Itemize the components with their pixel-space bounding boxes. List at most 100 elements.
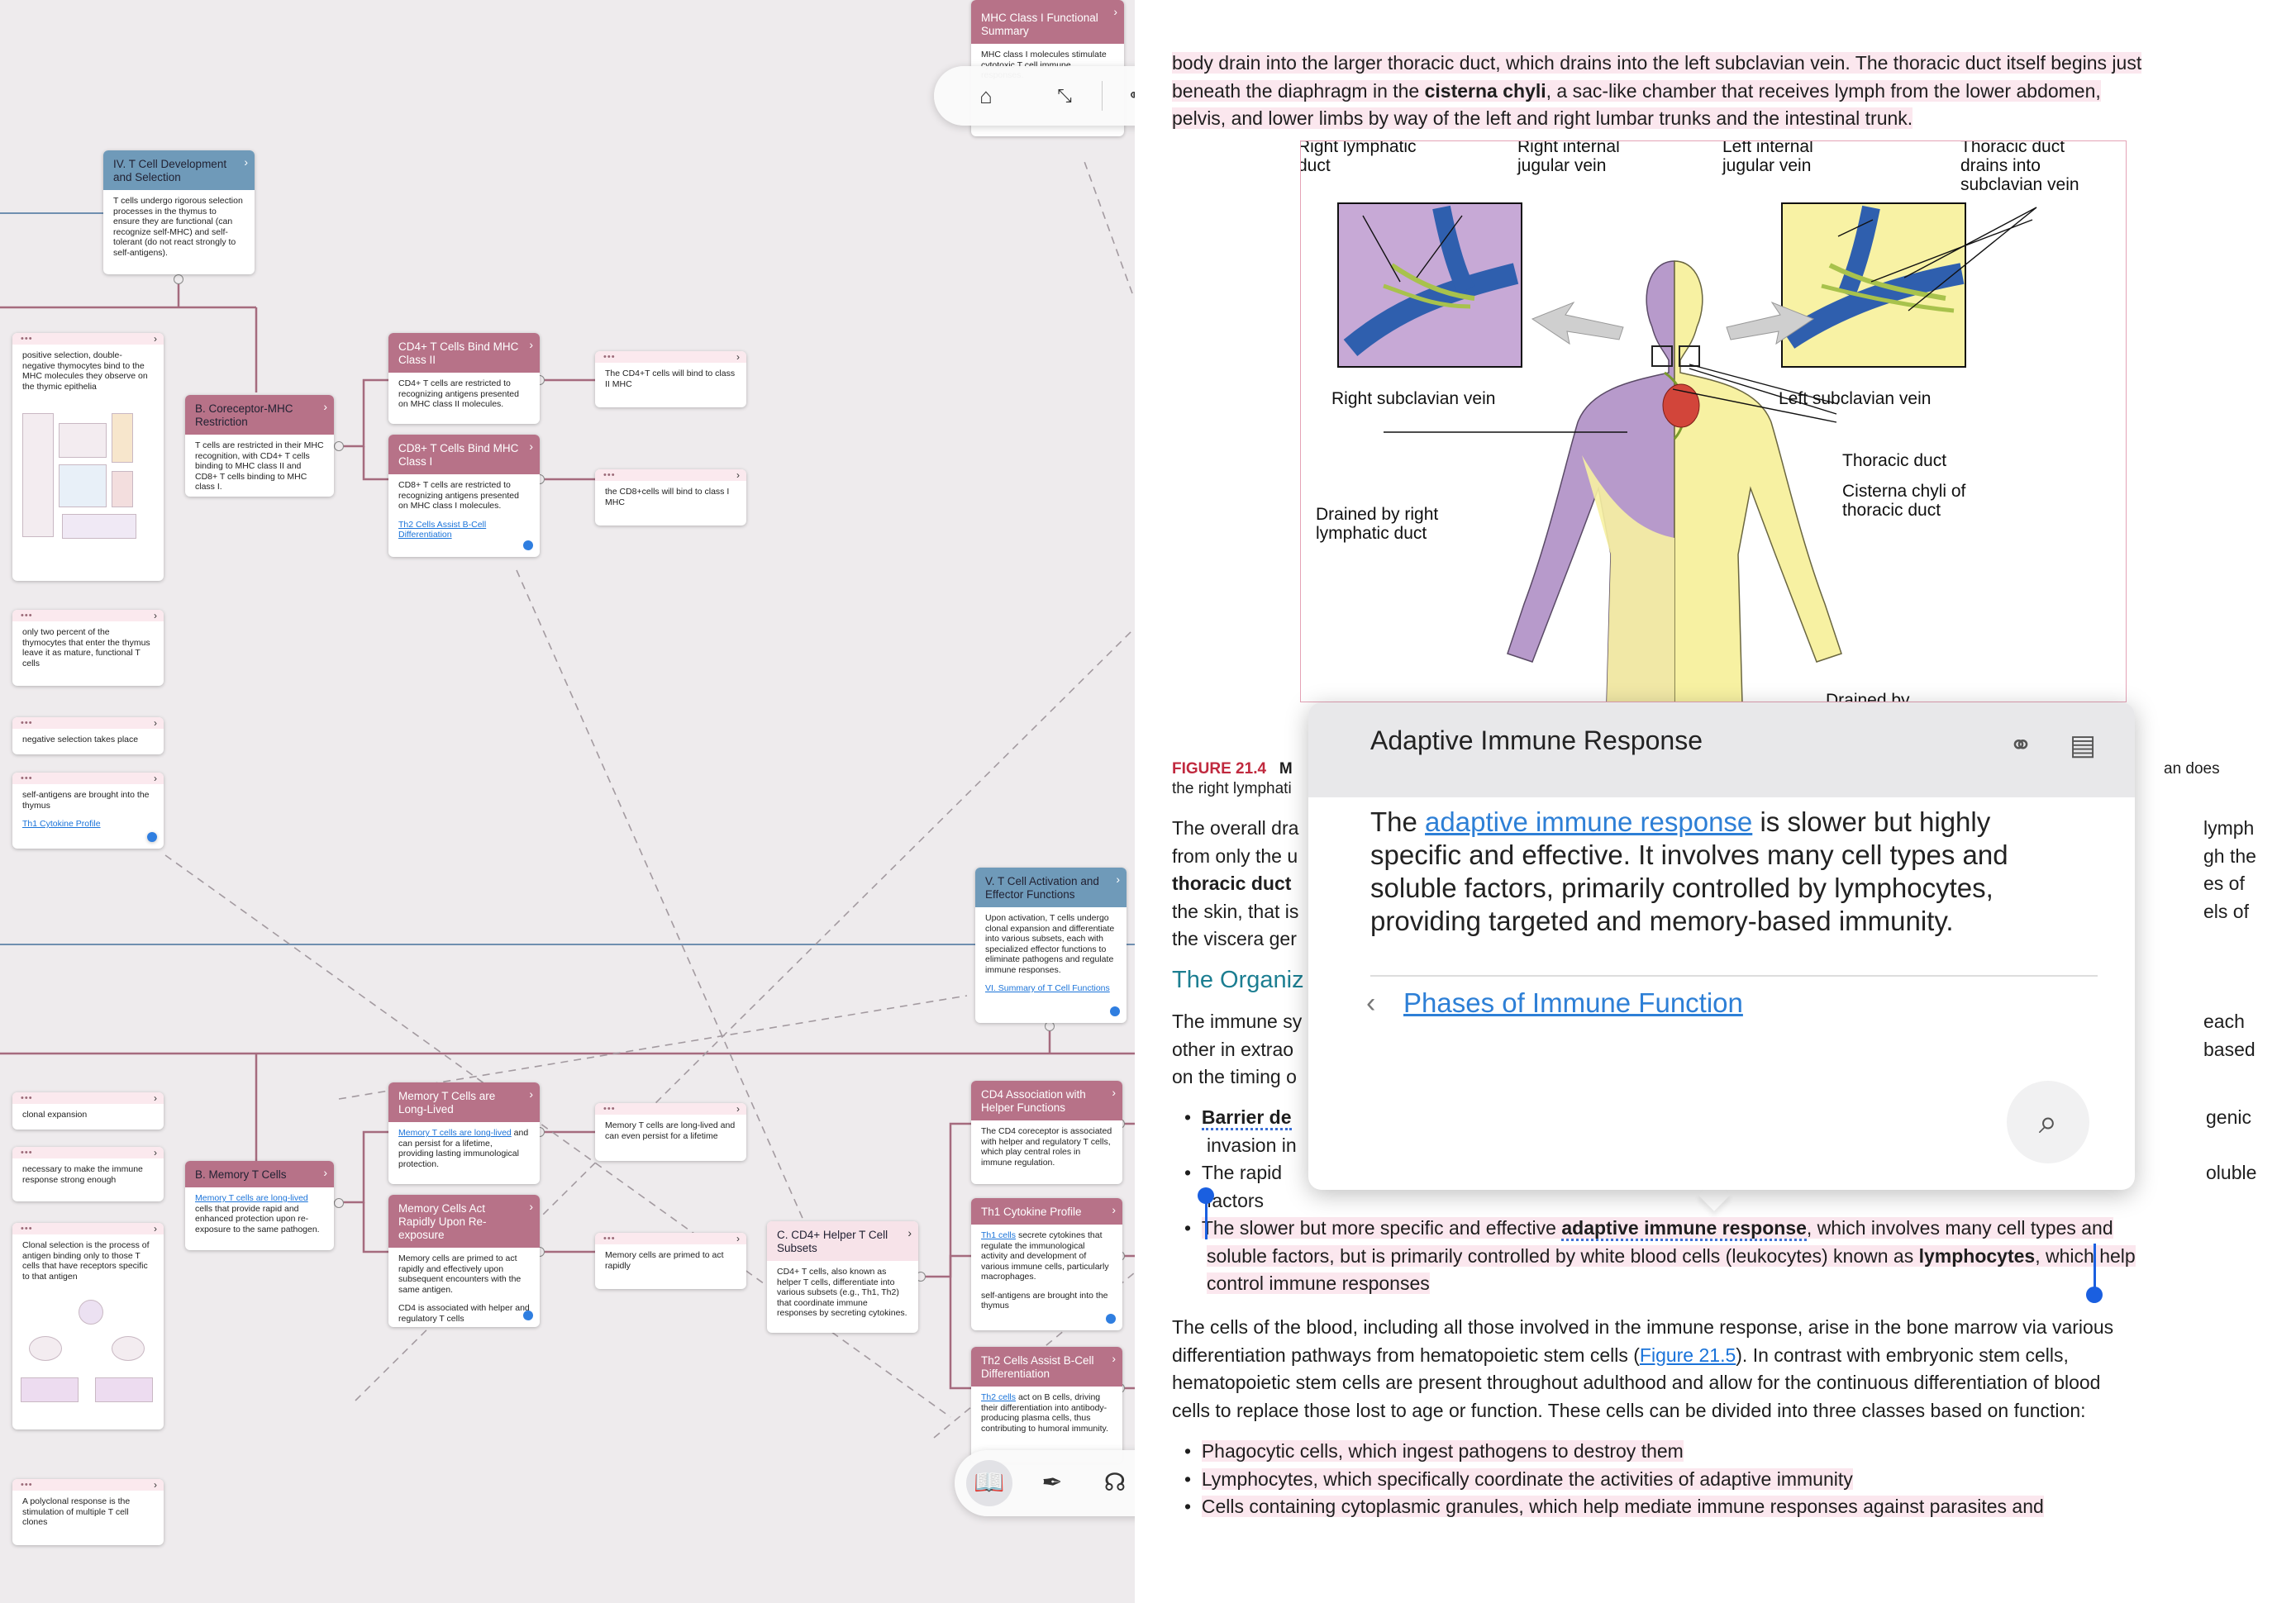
collapse-dot[interactable] <box>334 1198 344 1208</box>
node-tcell-activation[interactable]: V. T Cell Activation and Effector Functi… <box>975 868 1127 1023</box>
node-body: CD4+ T cells, also known as helper T cel… <box>777 1267 907 1318</box>
chevron-right-icon[interactable]: › <box>736 1103 740 1115</box>
more-icon[interactable]: ••• <box>21 334 33 344</box>
more-icon[interactable]: ••• <box>603 1104 616 1114</box>
mindmap-icon[interactable]: ⚭ <box>2008 730 2033 761</box>
go-icon[interactable] <box>147 832 157 842</box>
brain-icon[interactable]: ☊ <box>1103 1469 1127 1496</box>
chevron-right-icon[interactable]: › <box>154 333 157 345</box>
more-icon[interactable]: ••• <box>21 1480 33 1490</box>
figure-label: FIGURE 21.4 <box>1172 760 1267 778</box>
chevron-right-icon[interactable]: › <box>1113 5 1117 18</box>
node-cd4-association[interactable]: CD4 Association with Helper Functions› T… <box>971 1081 1122 1184</box>
chevron-right-icon[interactable]: › <box>529 1087 533 1101</box>
note-text: necessary to make the immune response st… <box>22 1164 143 1185</box>
popup-related-link[interactable]: Phases of Immune Function <box>1403 987 1743 1018</box>
chevron-right-icon[interactable]: › <box>907 1226 912 1239</box>
note-positive-selection[interactable]: •••› positive selection, double-negative… <box>12 333 164 581</box>
selection-end-handle[interactable] <box>2094 1244 2096 1293</box>
more-icon[interactable]: ••• <box>21 611 33 621</box>
node-cd8-bind-mhc1[interactable]: CD8+ T Cells Bind MHC Class I› CD8+ T ce… <box>388 435 540 557</box>
chevron-right-icon[interactable]: › <box>154 1092 157 1104</box>
node-th1-profile[interactable]: Th1 Cytokine Profile› Th1 cells secrete … <box>971 1198 1122 1330</box>
book-icon[interactable]: 📖 <box>966 1460 1012 1506</box>
chevron-right-icon[interactable]: › <box>154 610 157 621</box>
chevron-right-icon[interactable]: › <box>244 155 248 169</box>
node-cd4-helper-subsets[interactable]: C. CD4+ Helper T Cell Subsets› CD4+ T ce… <box>767 1221 918 1333</box>
link-figure-21-5[interactable]: Figure 21.5 <box>1639 1344 1736 1366</box>
home-icon[interactable]: ⌂ <box>979 83 993 108</box>
more-icon[interactable]: ••• <box>21 773 33 783</box>
chevron-right-icon[interactable]: › <box>1116 873 1120 886</box>
term-definition-popup: Adaptive Immune Response ⚭ ▤ The adaptiv… <box>1308 702 2135 1190</box>
chevron-right-icon[interactable]: › <box>529 1200 533 1213</box>
collapse-dot[interactable] <box>334 441 344 451</box>
chevron-right-icon[interactable]: › <box>736 1233 740 1244</box>
selection-start-knob[interactable] <box>1198 1187 1214 1204</box>
node-link[interactable]: Memory T cells are long-lived <box>195 1193 308 1203</box>
more-icon[interactable]: ••• <box>21 1148 33 1158</box>
chevron-right-icon[interactable]: › <box>736 351 740 363</box>
node-link[interactable]: Th2 cells <box>981 1392 1017 1402</box>
chevron-right-icon[interactable]: › <box>154 773 157 784</box>
more-icon[interactable]: ••• <box>603 470 616 480</box>
note-clonal-expansion[interactable]: •••› clonal expansion <box>12 1092 164 1130</box>
selection-start-handle[interactable] <box>1205 1190 1208 1239</box>
chevron-right-icon[interactable]: › <box>1112 1203 1116 1216</box>
node-tcell-development[interactable]: IV. T Cell Development and Selection› T … <box>103 150 255 274</box>
node-coreceptor-mhc[interactable]: B. Coreceptor-MHC Restriction› T cells a… <box>185 395 334 497</box>
pen-icon[interactable]: ✒ <box>1041 1469 1063 1496</box>
node-memory-act-rapidly[interactable]: Memory Cells Act Rapidly Upon Re-exposur… <box>388 1195 540 1327</box>
chevron-right-icon[interactable]: › <box>736 469 740 481</box>
chevron-right-icon[interactable]: › <box>1112 1086 1116 1099</box>
more-icon[interactable]: ••• <box>603 352 616 362</box>
chevron-right-icon[interactable]: › <box>323 1166 327 1179</box>
chevron-right-icon[interactable]: › <box>1112 1352 1116 1365</box>
node-memory-long-lived[interactable]: Memory T Cells are Long-Lived› Memory T … <box>388 1082 540 1184</box>
go-icon[interactable] <box>1110 1006 1120 1016</box>
go-icon[interactable] <box>1106 1314 1116 1324</box>
more-icon[interactable]: ••• <box>21 1224 33 1234</box>
note-link[interactable]: Th1 Cytokine Profile <box>22 819 101 829</box>
collapse-dot[interactable] <box>174 274 183 284</box>
node-title: Memory Cells Act Rapidly Upon Re-exposur… <box>398 1202 487 1241</box>
mindmap-canvas[interactable]: IV. T Cell Development and Selection› T … <box>0 0 1135 1603</box>
more-icon[interactable]: ••• <box>603 1234 616 1244</box>
term-barrier-defenses[interactable]: Barrier de <box>1201 1106 1292 1130</box>
go-icon[interactable] <box>523 1310 533 1320</box>
chevron-right-icon[interactable]: › <box>529 338 533 351</box>
selection-end-knob[interactable] <box>2086 1287 2103 1303</box>
node-memory-t-cells[interactable]: B. Memory T Cells› Memory T cells are lo… <box>185 1161 334 1250</box>
more-icon[interactable]: ••• <box>21 1093 33 1103</box>
search-icon[interactable]: ⌕ <box>2007 1081 2089 1163</box>
note-necessary[interactable]: ••• › necessary to make the immune respon… <box>12 1147 164 1201</box>
more-icon[interactable]: ••• <box>21 718 33 728</box>
node-link[interactable]: VI. Summary of T Cell Functions <box>985 983 1110 993</box>
chevron-right-icon[interactable]: › <box>154 1223 157 1234</box>
note-two-percent[interactable]: •••› only two percent of the thymocytes … <box>12 610 164 686</box>
note-cd8[interactable]: •••› the CD8+cells will bind to class I … <box>595 469 746 526</box>
go-icon[interactable] <box>523 540 533 550</box>
note-cd4[interactable]: •••› The CD4+T cells will bind to class … <box>595 351 746 407</box>
popup-term-link[interactable]: adaptive immune response <box>1425 806 1753 837</box>
chevron-right-icon[interactable]: › <box>154 1479 157 1491</box>
chevron-right-icon[interactable]: › <box>529 440 533 453</box>
chevron-right-icon[interactable]: › <box>323 400 327 413</box>
chevron-right-icon[interactable]: › <box>154 1147 157 1158</box>
note-polyclonal[interactable]: •••› A polyclonal response is the stimul… <box>12 1479 164 1545</box>
chevron-left-icon[interactable]: ‹ <box>1366 987 1376 1019</box>
note-self-antigens[interactable]: •••› self-antigens are brought into the … <box>12 773 164 849</box>
node-cd4-bind-mhc2[interactable]: CD4+ T Cells Bind MHC Class II› CD4+ T c… <box>388 333 540 424</box>
node-link[interactable]: Th1 cells <box>981 1230 1017 1240</box>
node-link[interactable]: Memory T cells are long-lived <box>398 1128 512 1138</box>
term-adaptive-immune-response[interactable]: adaptive immune response <box>1561 1217 1807 1241</box>
collapse-icon[interactable]: ⤡ <box>1057 85 1072 106</box>
note-negative-selection[interactable]: •••› negative selection takes place <box>12 717 164 754</box>
node-th2-assist[interactable]: Th2 Cells Assist B-Cell Differentiation›… <box>971 1347 1122 1463</box>
notes-icon[interactable]: ▤ <box>2069 730 2097 761</box>
node-link[interactable]: Th2 Cells Assist B-Cell Differentiation <box>398 519 487 540</box>
note-primed[interactable]: •••› Memory cells are primed to act rapi… <box>595 1233 746 1289</box>
note-memory-long-lived[interactable]: •••› Memory T cells are long-lived and c… <box>595 1103 746 1161</box>
chevron-right-icon[interactable]: › <box>154 717 157 729</box>
note-clonal-selection[interactable]: •••› Clonal selection is the process of … <box>12 1223 164 1429</box>
